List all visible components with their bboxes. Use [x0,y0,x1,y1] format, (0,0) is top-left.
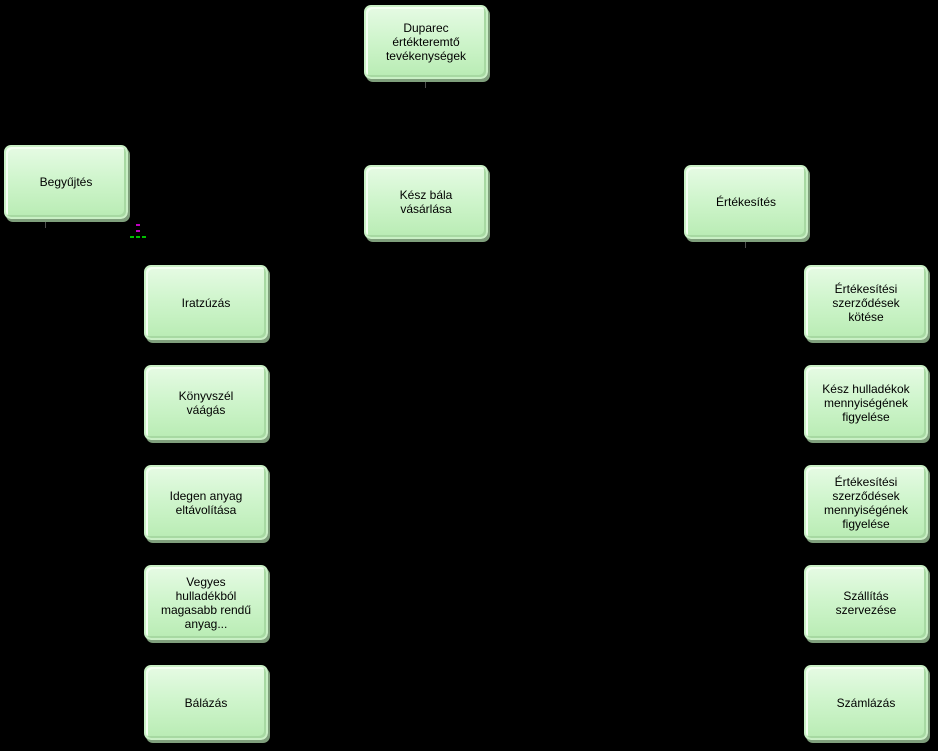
connector-ertekesites [745,239,746,248]
right-child-node[interactable]: Számlázás [804,665,928,740]
branch-node-kesz-bala[interactable]: Kész bála vásárlása [364,165,488,239]
right-child-label: Kész hulladékok mennyiségének figyelése [822,381,910,424]
branch-node-ertekesites-label: Értékesítés [715,195,777,209]
connector-begyujtes [45,219,46,228]
right-child-node[interactable]: Értékesítési szerződések mennyiségének f… [804,465,928,540]
left-child-label: Bálázás [184,695,228,710]
left-child-node[interactable]: Bálázás [144,665,268,740]
left-child-node[interactable]: Idegen anyag eltávolítása [144,465,268,540]
left-child-node[interactable]: Könyvszél váágás [144,365,268,440]
right-child-node[interactable]: Szállítás szervezése [804,565,928,640]
left-child-label: Iratzúzás [181,295,231,310]
right-child-node[interactable]: Értékesítési szerződések kötése [804,265,928,340]
right-child-label: Szállítás szervezése [835,588,897,617]
branch-node-kesz-bala-label: Kész bála vásárlása [399,188,453,216]
left-child-label: Idegen anyag eltávolítása [169,488,243,517]
connector-root [425,79,426,88]
right-child-label: Értékesítési szerződések kötése [832,281,900,324]
root-node[interactable]: Duparec értékteremtő tevékenységek [364,5,488,79]
right-child-label: Számlázás [836,695,896,710]
right-child-node[interactable]: Kész hulladékok mennyiségének figyelése [804,365,928,440]
branch-node-begyujtes-label: Begyűjtés [39,175,93,189]
left-child-label: Vegyes hulladékból magasabb rendű anyag.… [160,574,252,631]
right-child-label: Értékesítési szerződések mennyiségének f… [823,474,909,531]
branch-node-begyujtes[interactable]: Begyűjtés [4,145,128,219]
branch-node-ertekesites[interactable]: Értékesítés [684,165,808,239]
root-node-label: Duparec értékteremtő tevékenységek [385,21,467,63]
selection-handle-icon[interactable] [128,222,148,242]
left-child-node[interactable]: Iratzúzás [144,265,268,340]
left-child-node[interactable]: Vegyes hulladékból magasabb rendű anyag.… [144,565,268,640]
left-child-label: Könyvszél váágás [178,388,234,417]
